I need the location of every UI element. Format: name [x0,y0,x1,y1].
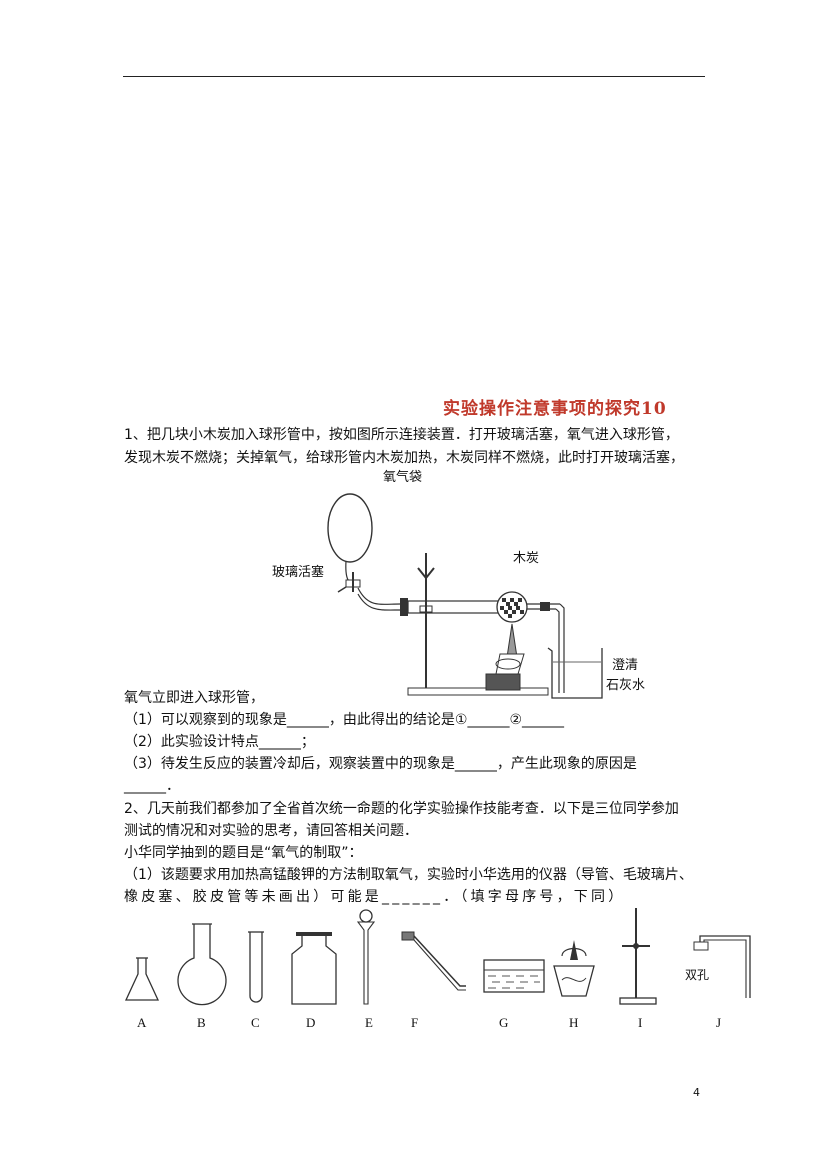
label-i: I [638,1015,643,1030]
conical-flask [124,958,160,1001]
label-g: G [499,1015,509,1030]
beaker [547,647,603,699]
funnel [359,909,373,923]
limewater-label-1: 澄清 [612,658,639,673]
apparatus-figure [327,493,603,699]
q1-subquestion-2: （2）此实验设计特点______； [124,734,315,750]
q2-line-4: （1）该题要求用加热高锰酸钾的方法制取氧气，实验时小华选用的仪器（导管、毛玻璃片… [124,867,693,883]
label-a: A [137,1015,147,1030]
water-trough [483,959,545,993]
page-title: 实验操作注意事项的探究10 [443,399,667,419]
alcohol-lamp [570,940,578,960]
oxygen-bag-label: 氧气袋 [383,470,423,485]
q2-line-5: 橡皮塞、胶皮管等未画出）可能是______．（填字母序号，下同） [124,889,626,905]
charcoal-label: 木炭 [513,551,540,566]
q2-line-2: 测试的情况和对实验的思考，请回答相关问题． [124,823,418,839]
label-d: D [306,1015,316,1030]
test-tube [249,932,263,1003]
glass-valve-label: 玻璃活塞 [272,565,325,580]
delivery-tube [413,935,466,987]
gas-jar [291,936,337,1005]
q1-subquestion-1: （1）可以观察到的现象是______，由此得出的结论是①______②_____… [124,712,565,728]
double-hole-label: 双孔 [685,968,710,982]
oxygen-bag [327,493,373,563]
label-c: C [251,1015,260,1030]
q1-subquestion-3: （3）待发生反应的装置冷却后，观察装置中的现象是______，产生此现象的原因是 [124,756,637,772]
label-h: H [569,1015,579,1030]
q2-line-1: 2、几天前我们都参加了全省首次统一命题的化学实验操作技能考查．以下是三位同学参加 [124,801,679,817]
label-j: J [716,1015,722,1030]
q1-line-2: 发现木炭不燃烧；关掉氧气，给球形管内木炭加热，木炭同样不燃烧，此时打开玻璃活塞， [124,450,684,466]
q1-line-1: 1、把几块小木炭加入球形管中，按如图所示连接装置．打开玻璃活塞，氧气进入球形管， [124,427,679,443]
instruments-figure [124,908,751,1006]
q1-subquestion-3-cont: ______． [124,778,180,794]
label-e: E [365,1015,373,1030]
label-f: F [411,1015,419,1030]
limewater-label-2: 石灰水 [606,678,646,693]
round-flask [177,924,227,1006]
header-rule [123,76,705,77]
double-hole-stopper [693,941,709,951]
page-number: 4 [693,1086,700,1099]
q2-line-3: 小华同学抽到的题目是“氧气的制取”： [124,845,363,861]
label-b: B [197,1015,206,1030]
q1-after-figure: 氧气立即进入球形管， [124,690,264,706]
